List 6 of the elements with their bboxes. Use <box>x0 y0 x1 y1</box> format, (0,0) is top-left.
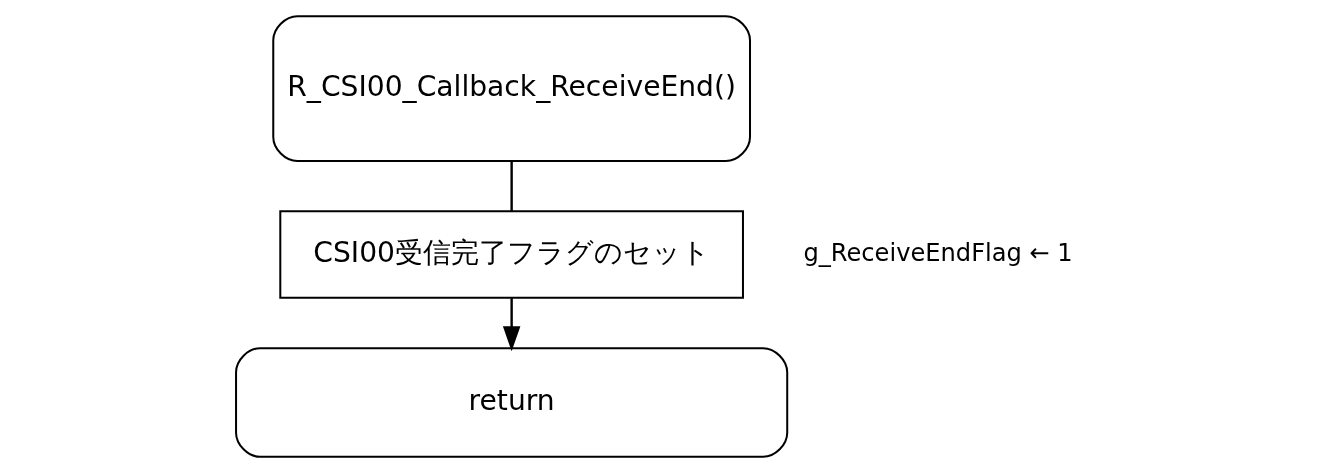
node-box: R_CSI00_Callback_ReceiveEnd() <box>272 15 751 163</box>
node-label: g_ReceiveEndFlag ← 1 <box>803 238 1073 267</box>
connector <box>510 161 513 212</box>
node-box: CSI00受信完了フラグのセット <box>279 210 744 299</box>
arrow <box>502 298 521 352</box>
node-box: return <box>235 347 789 458</box>
